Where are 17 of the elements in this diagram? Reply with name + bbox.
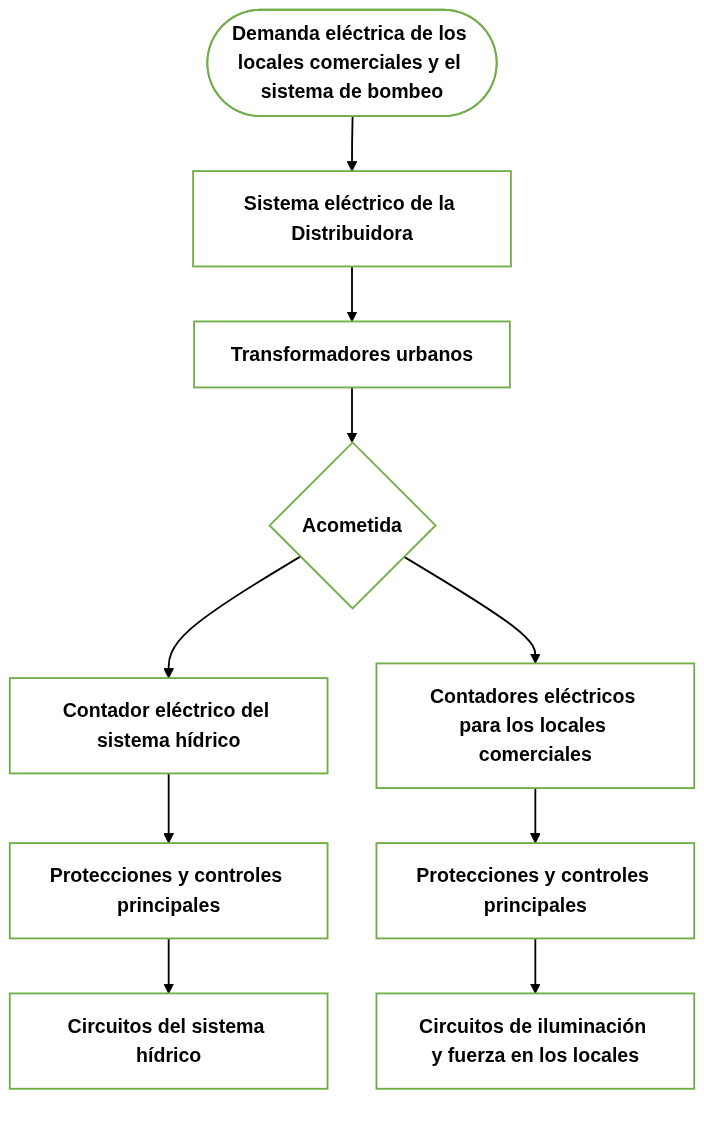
node-box: Circuitos del sistema hídrico — [8, 992, 329, 1090]
node-box: Transformadores urbanos — [193, 320, 511, 389]
arrow — [163, 937, 175, 994]
node-box: Sistema eléctrico de la Distribuidora — [192, 170, 512, 268]
arrow — [163, 772, 175, 844]
node-box: Protecciones y controles principales — [375, 842, 696, 940]
arrow — [163, 555, 302, 679]
node-box: Contador eléctrico del sistema hídrico — [8, 677, 329, 775]
node-diamond: Acometida — [268, 441, 437, 610]
arrow — [529, 787, 541, 844]
arrow — [346, 115, 358, 172]
node-box: Protecciones y controles principales — [8, 842, 329, 940]
arrow — [346, 265, 358, 322]
arrow — [529, 937, 541, 994]
node-box: Circuitos de iluminación y fuerza en los locales — [375, 992, 696, 1090]
arrow — [346, 386, 358, 443]
node-box: Contadores eléctricos para los locales comerciales — [375, 662, 696, 789]
